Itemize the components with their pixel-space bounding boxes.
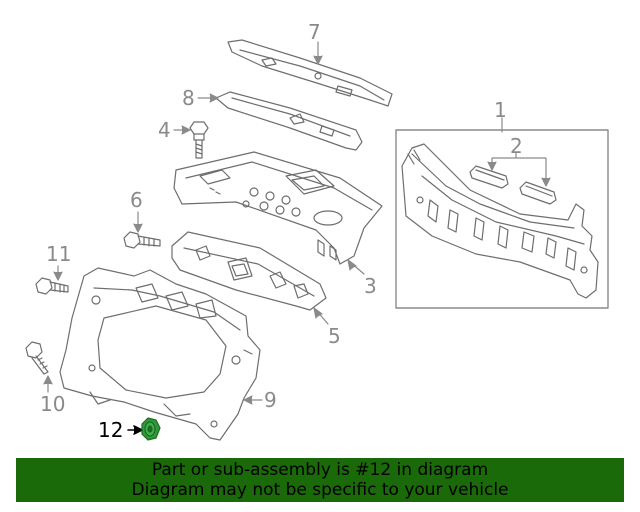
callout-6: 6	[130, 188, 143, 212]
callout-1: 1	[494, 98, 507, 122]
part-1-box	[395, 129, 609, 309]
banner-line-2: Diagram may not be specific to your vehi…	[131, 480, 509, 500]
leader-lines	[43, 41, 551, 405]
part-6-bolt	[123, 231, 161, 249]
callout-9: 9	[264, 388, 277, 412]
callout-8: 8	[182, 86, 195, 110]
callout-7: 7	[308, 20, 321, 44]
callout-4: 4	[158, 118, 171, 142]
part-11-bolt	[35, 277, 69, 295]
callout-3: 3	[364, 274, 377, 298]
part-1-back-panel	[401, 143, 599, 299]
part-8-reinforcement	[215, 91, 363, 151]
callout-5: 5	[328, 324, 341, 348]
leader-12	[127, 425, 143, 435]
part-5-bracket	[171, 231, 327, 311]
callout-11: 11	[46, 242, 72, 266]
part-12-nut	[141, 417, 161, 441]
part-10-bolt	[25, 341, 49, 375]
part-4-bolt	[189, 121, 209, 159]
part-2-clips	[469, 165, 557, 205]
part-7-rail	[227, 39, 393, 107]
callout-2: 2	[510, 134, 523, 158]
info-banner: Part or sub-assembly is #12 in diagram D…	[16, 458, 624, 502]
callout-12: 12	[98, 418, 124, 442]
part-9-panel	[59, 267, 261, 441]
banner-line-1: Part or sub-assembly is #12 in diagram	[151, 460, 489, 480]
callout-10: 10	[40, 392, 66, 416]
part-3-shelf	[173, 151, 383, 265]
